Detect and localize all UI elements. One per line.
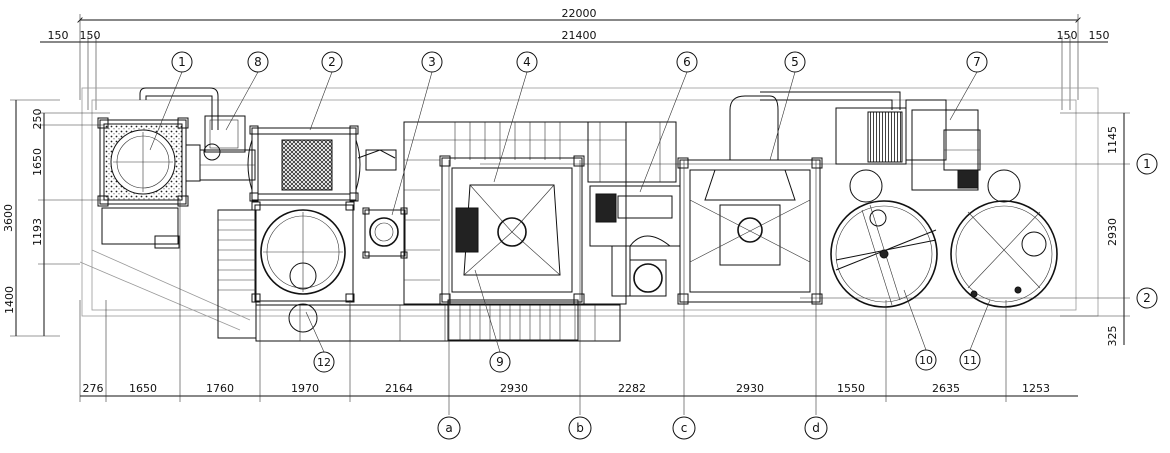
bottom-dimension-4: 1970 bbox=[291, 382, 319, 395]
callout-label-5: 5 bbox=[791, 55, 799, 69]
column-axis-a bbox=[437, 416, 461, 440]
left-dimension-lines bbox=[10, 99, 110, 337]
callout-bubble-10 bbox=[915, 349, 937, 371]
bottom-dimension-10: 2635 bbox=[932, 382, 960, 395]
callout-bubble-6 bbox=[676, 51, 698, 73]
row-axis-2 bbox=[1136, 287, 1158, 309]
callout-bubble-5 bbox=[784, 51, 806, 73]
equipment-item-8 bbox=[199, 115, 256, 181]
callout-label-1: 1 bbox=[178, 55, 186, 69]
callout-bubble-8 bbox=[247, 51, 269, 73]
callout-label-10: 10 bbox=[919, 354, 933, 367]
bottom-dimension-7: 2282 bbox=[618, 382, 646, 395]
callout-label-4: 4 bbox=[523, 55, 531, 69]
equipment-item-2 bbox=[247, 125, 361, 202]
bottom-dimension-3: 1760 bbox=[206, 382, 234, 395]
callout-bubble-11 bbox=[959, 349, 981, 371]
callout-bubble-1 bbox=[171, 51, 193, 73]
bottom-dimension-5: 2164 bbox=[385, 382, 413, 395]
callout-leaders bbox=[149, 71, 991, 353]
foundation-outline bbox=[79, 87, 1099, 331]
column-axis-b bbox=[568, 416, 592, 440]
left-segment-dimension-1: 250 bbox=[31, 109, 44, 130]
callout-label-3: 3 bbox=[428, 55, 436, 69]
left-margin-dimension-inner: 150 bbox=[80, 29, 101, 42]
equipment-item-6 bbox=[587, 121, 681, 297]
equipment-item-11 bbox=[950, 169, 1058, 308]
left-margin-dimension-outer: 150 bbox=[48, 29, 69, 42]
callout-label-6: 6 bbox=[683, 55, 691, 69]
callout-bubble-4 bbox=[516, 51, 538, 73]
left-segment-dimension-4: 1400 bbox=[3, 286, 16, 314]
left-overall-dimension: 3600 bbox=[2, 204, 15, 232]
bottom-dimension-1: 276 bbox=[83, 382, 104, 395]
column-axis-b-label: b bbox=[576, 421, 584, 435]
right-segment-dimension-2: 2930 bbox=[1106, 218, 1119, 246]
callout-label-8: 8 bbox=[254, 55, 262, 69]
left-segment-dimension-2: 1650 bbox=[31, 148, 44, 176]
callout-bubble-9 bbox=[489, 351, 511, 373]
top-pipework bbox=[139, 87, 901, 171]
equipment-item-7 bbox=[835, 99, 981, 191]
callout-label-9: 9 bbox=[496, 355, 504, 369]
callout-label-7: 7 bbox=[973, 55, 981, 69]
callout-label-11: 11 bbox=[963, 354, 977, 367]
callout-bubble-2 bbox=[321, 51, 343, 73]
callout-bubble-3 bbox=[421, 51, 443, 73]
right-margin-dimension-outer: 150 bbox=[1089, 29, 1110, 42]
right-segment-dimension-3: 325 bbox=[1106, 326, 1119, 347]
row-axis-1 bbox=[1136, 153, 1158, 175]
column-axis-c-label: c bbox=[681, 421, 688, 435]
equipment-item-5 bbox=[677, 95, 823, 305]
callout-bubble-7 bbox=[966, 51, 988, 73]
bottom-dimension-9: 1550 bbox=[837, 382, 865, 395]
equipment-item-10 bbox=[830, 169, 938, 308]
column-axis-a-label: a bbox=[445, 421, 452, 435]
column-axis-d bbox=[804, 416, 828, 440]
right-margin-dimension-inner: 150 bbox=[1057, 29, 1078, 42]
platform-upper bbox=[403, 121, 627, 305]
right-segment-dimension-1: 1145 bbox=[1106, 126, 1119, 154]
callout-label-2: 2 bbox=[328, 55, 336, 69]
row-axis-1-label: 1 bbox=[1143, 157, 1151, 171]
equipment-item-3 bbox=[362, 207, 408, 259]
bottom-dimension-lines bbox=[79, 160, 1078, 415]
equipment-item-1 bbox=[97, 117, 201, 249]
overall-width-dimension: 22000 bbox=[562, 7, 597, 20]
callout-bubble-12 bbox=[313, 351, 335, 373]
column-axis-d-label: d bbox=[812, 421, 820, 435]
bottom-walkway bbox=[255, 304, 621, 342]
equipment-item-12 bbox=[251, 201, 355, 333]
callout-label-12: 12 bbox=[317, 356, 331, 369]
top-dimension-lines bbox=[40, 14, 1108, 110]
bottom-dimension-2: 1650 bbox=[129, 382, 157, 395]
inner-width-dimension: 21400 bbox=[562, 29, 597, 42]
bottom-dimension-11: 1253 bbox=[1022, 382, 1050, 395]
stair-left bbox=[217, 209, 257, 339]
bottom-dimension-6: 2930 bbox=[500, 382, 528, 395]
left-segment-dimension-3: 1193 bbox=[31, 218, 44, 246]
equipment-item-4 bbox=[439, 155, 585, 341]
bottom-dimension-8: 2930 bbox=[736, 382, 764, 395]
row-axis-2-label: 2 bbox=[1143, 291, 1151, 305]
column-axis-c bbox=[672, 416, 696, 440]
